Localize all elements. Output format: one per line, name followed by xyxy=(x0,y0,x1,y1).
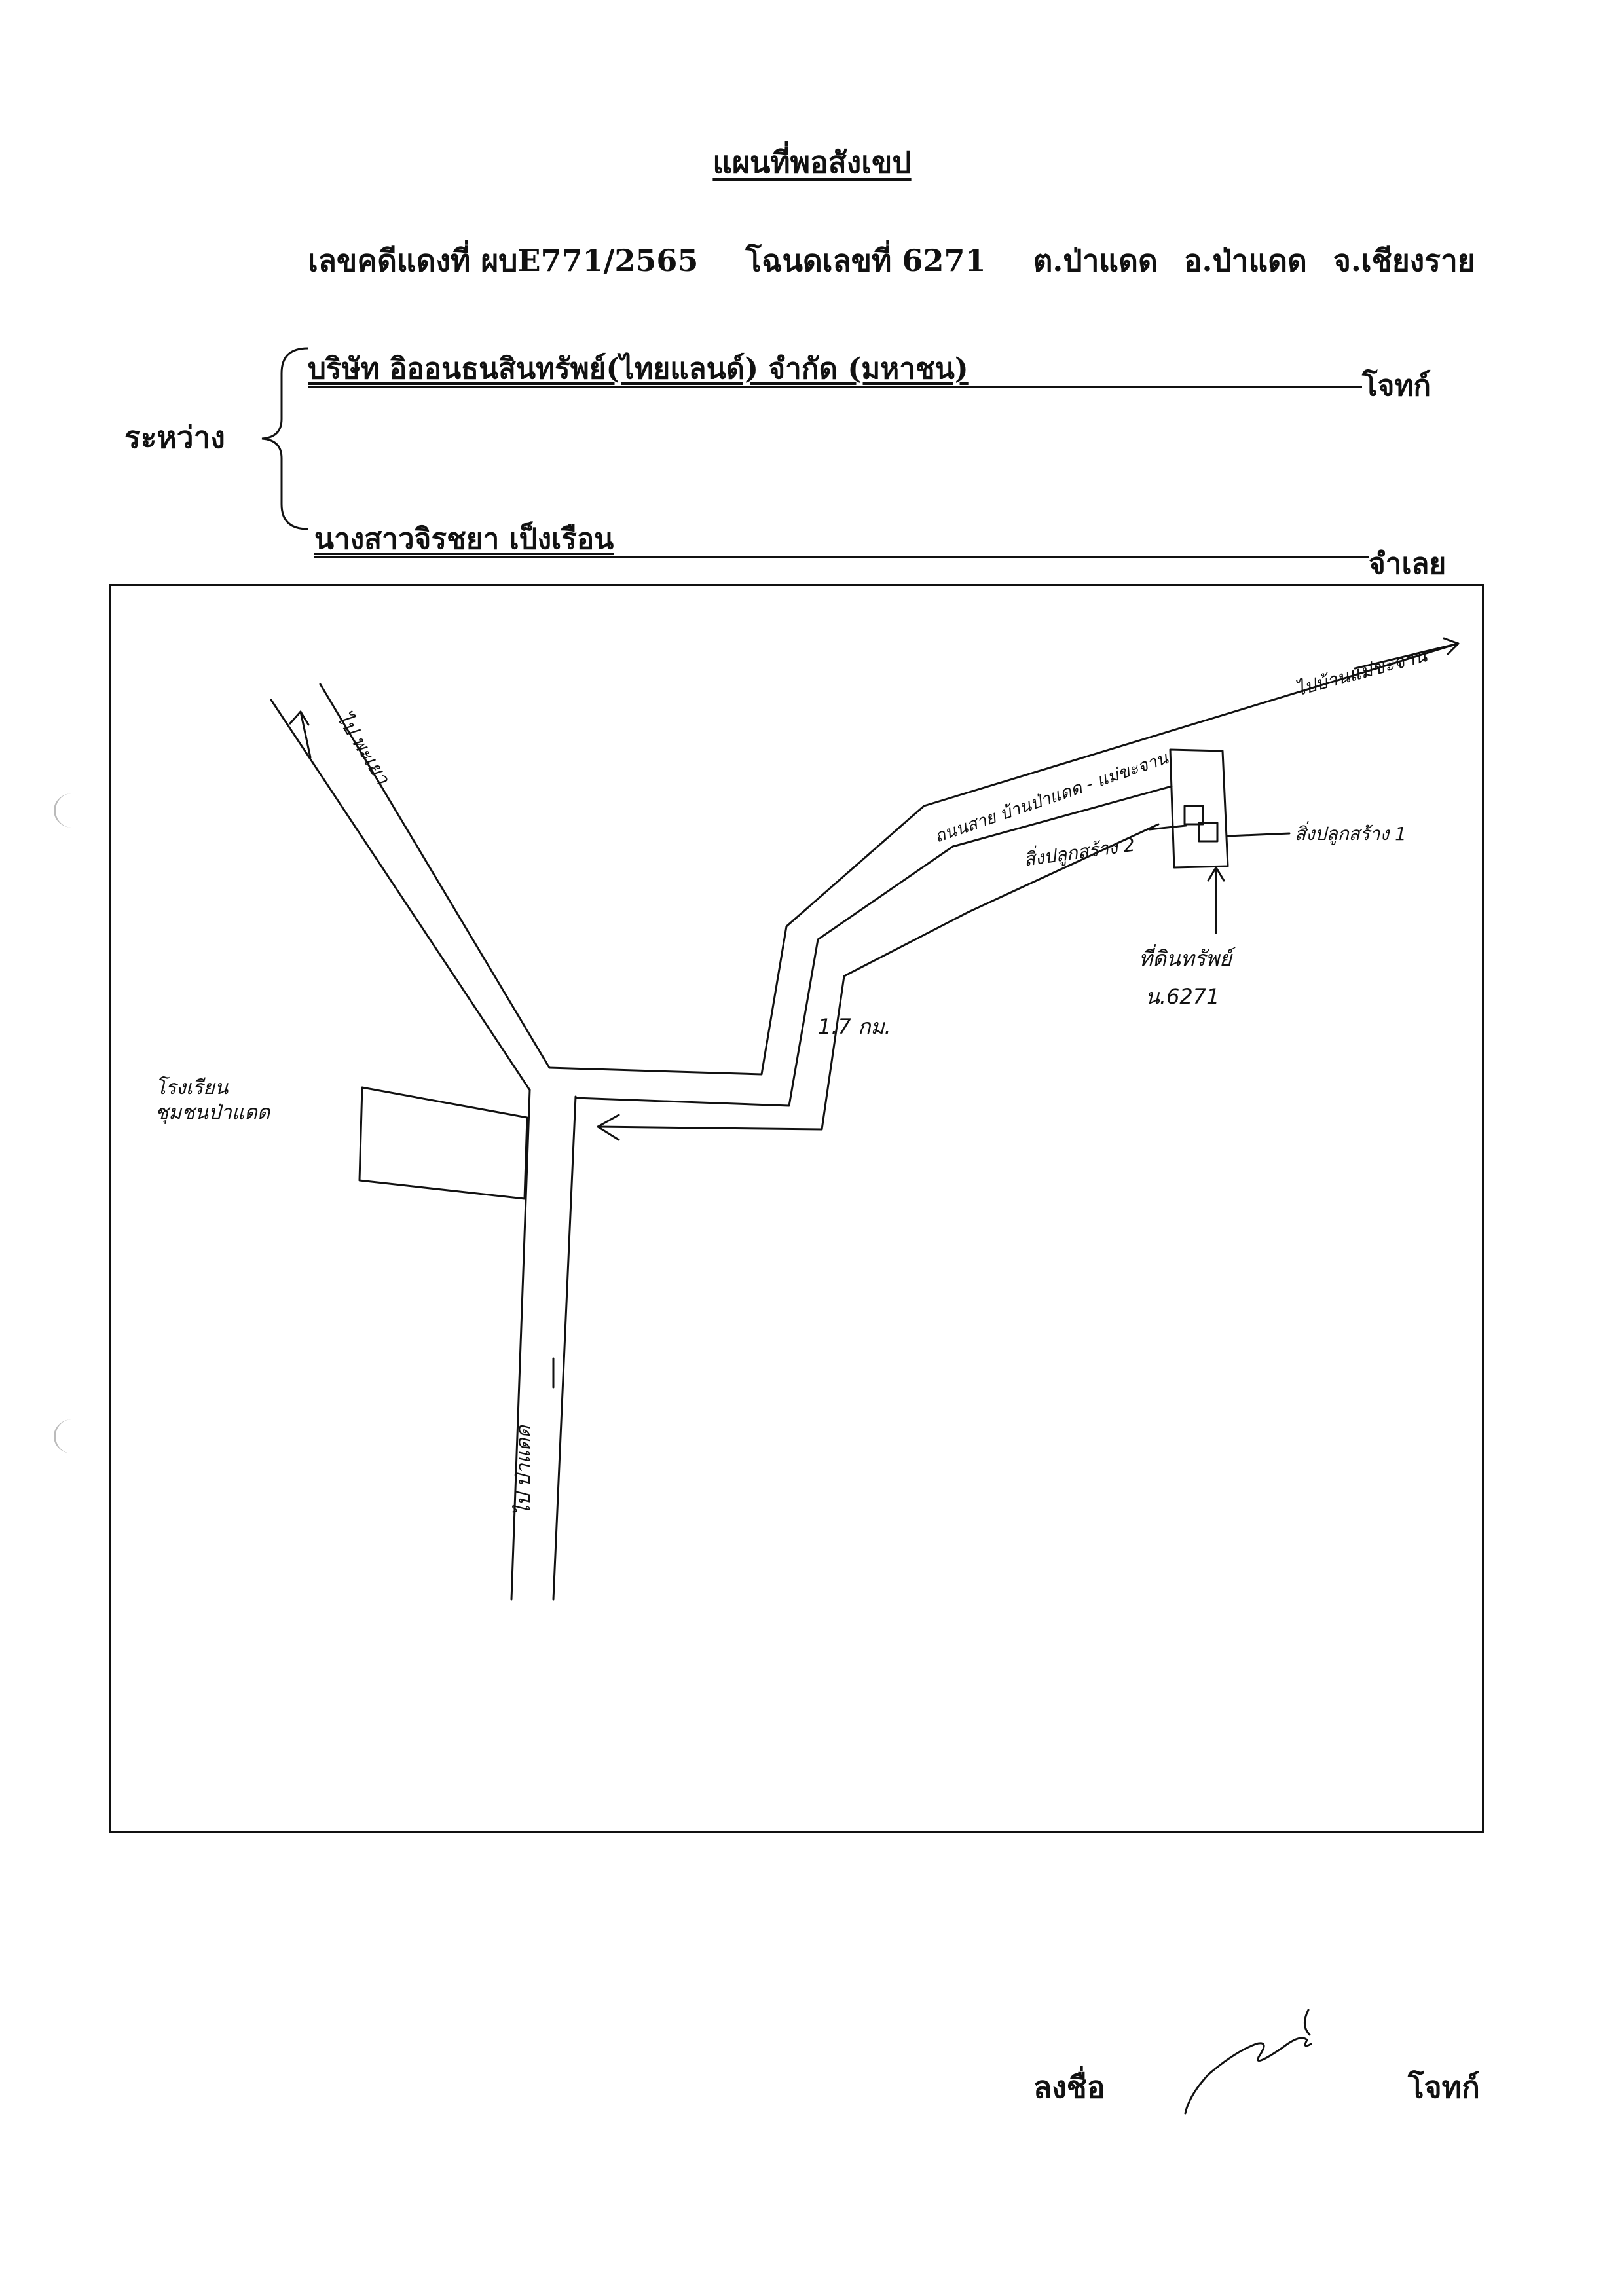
label-north-road: ไป พะเยา xyxy=(331,708,394,790)
label-building-2: สิ่งปลูกสร้าง 2 xyxy=(1022,831,1136,871)
signature-label: ลงชื่อ xyxy=(1033,2069,1105,2105)
defendant-line xyxy=(314,556,1369,558)
plaintiff-line xyxy=(308,386,1362,388)
label-school-line2: ชุมชนป่าแดด xyxy=(155,1101,271,1124)
label-school-line1: โรงเรียน xyxy=(155,1076,229,1099)
defendant-role: จำเลย xyxy=(1369,547,1447,581)
access-arrowhead xyxy=(597,1114,620,1141)
building-2-pointer xyxy=(1148,824,1187,831)
label-building-1: สิ่งปลูกสร้าง 1 xyxy=(1295,821,1407,845)
punch-hole-mark-bottom xyxy=(54,1419,90,1453)
road-north-right-edge xyxy=(319,683,551,1069)
school-block xyxy=(358,1086,528,1200)
plaintiff-name: บริษัท อิออนธนสินทรัพย์(ไทยแลนด์) จำกัด … xyxy=(308,352,969,386)
north-arrowhead xyxy=(289,710,310,726)
building-1-box xyxy=(1183,805,1204,826)
sketch-map: ไป พะเยา ไป ป่าแดด โรงเรียน ชุมชนป่าแดด … xyxy=(155,637,1460,1601)
document-title: แผนที่พอสังเขป xyxy=(712,145,912,180)
sketch-map-frame: ไป พะเยา ไป ป่าแดด โรงเรียน ชุมชนป่าแดด … xyxy=(109,584,1484,1833)
label-south-road: ไป ป่าแดด xyxy=(512,1425,535,1516)
signature-role: โจทก์ xyxy=(1408,2069,1480,2105)
building-1-pointer xyxy=(1227,832,1291,837)
north-arrow xyxy=(299,710,312,759)
road-south-right-edge xyxy=(552,1095,577,1601)
defendant-name: นางสาวจิรชยา เป็งเรือน xyxy=(314,522,614,556)
property-pointer-head xyxy=(1207,866,1225,882)
road-south-left-edge xyxy=(510,1089,531,1601)
label-deed-number: น.6271 xyxy=(1145,984,1219,1009)
handwritten-signature xyxy=(1184,2009,1312,2115)
road-main-top-edge xyxy=(548,642,1460,1076)
access-lane xyxy=(597,823,1160,1131)
plaintiff-role: โจทก์ xyxy=(1362,369,1431,403)
building-2-box xyxy=(1198,822,1219,843)
east-arrow xyxy=(1354,642,1460,670)
road-north-left-edge xyxy=(270,699,531,1091)
road-main-bottom-edge xyxy=(574,785,1173,1107)
case-line: เลขคดีแดงที่ ผบE771/2565 โฉนดเลขที่ 6271… xyxy=(308,237,1512,285)
case-number: เลขคดีแดงที่ ผบE771/2565 xyxy=(308,243,699,278)
label-distance: 1.7 กม. xyxy=(818,1014,891,1039)
label-property: ที่ดินทรัพย์ xyxy=(1139,944,1236,971)
deed-number: โฉนดเลขที่ 6271 xyxy=(745,243,986,278)
label-east-destination: ไปบ้านแม่ขะจาน xyxy=(1293,644,1430,701)
province: จ.เชียงราย xyxy=(1333,243,1475,278)
property-block xyxy=(1169,748,1229,869)
parties-brace xyxy=(261,347,308,530)
between-label: ระหว่าง xyxy=(124,420,225,455)
east-arrowhead xyxy=(1443,637,1460,655)
subdistrict: ต.ป่าแดด xyxy=(1033,243,1158,278)
district: อ.ป่าแดด xyxy=(1183,243,1307,278)
punch-hole-mark-top xyxy=(54,793,90,828)
label-main-road: ถนนสาย บ้านป่าแดด - แม่ขะจาน xyxy=(932,748,1172,847)
